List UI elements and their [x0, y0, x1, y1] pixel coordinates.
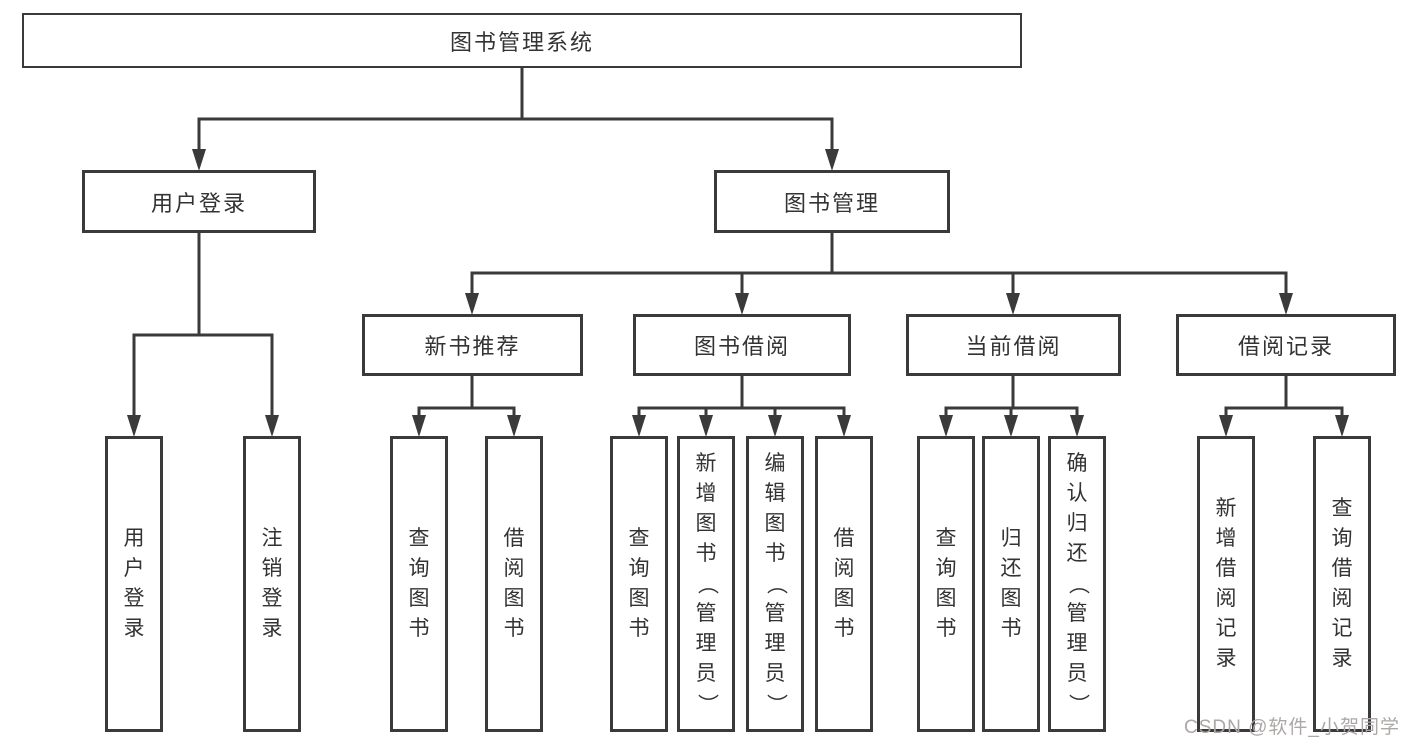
leaf-query-books-current: 查询图书 — [917, 436, 975, 732]
leaf-add-book-admin: 新增图书（管理员） — [677, 436, 735, 732]
leaf-label: 查询图书 — [408, 527, 430, 640]
leaf-return-book: 归还图书 — [982, 436, 1040, 732]
node-label: 新书推荐 — [424, 334, 521, 359]
leaf-query-books-borrowing: 查询图书 — [610, 436, 668, 732]
leaf-borrow-books-recommend: 借阅图书 — [485, 436, 543, 732]
node-book-management: 图书管理 — [714, 170, 950, 233]
leaf-label: 借阅图书 — [503, 527, 525, 640]
node-library-management-system: 图书管理系统 — [22, 13, 1022, 68]
leaf-label: 用户登录 — [123, 527, 145, 640]
leaf-query-borrow-record: 查询借阅记录 — [1313, 436, 1371, 732]
node-label: 图书管理系统 — [449, 29, 594, 55]
node-label: 图书借阅 — [693, 334, 790, 359]
node-new-book-recommendation: 新书推荐 — [362, 314, 583, 376]
leaf-logout: 注销登录 — [243, 436, 301, 732]
csdn-watermark: CSDN @软件_小贺同学 — [1184, 717, 1400, 738]
leaf-label: 注销登录 — [261, 527, 283, 640]
leaf-query-books-recommend: 查询图书 — [390, 436, 448, 732]
leaf-label: 编辑图书（管理员） — [764, 452, 787, 715]
node-label: 当前借阅 — [965, 334, 1062, 359]
leaf-edit-book-admin: 编辑图书（管理员） — [746, 436, 804, 732]
leaf-label: 借阅图书 — [833, 527, 855, 640]
leaf-confirm-return-admin: 确认归还（管理员） — [1048, 436, 1106, 732]
node-user-login: 用户登录 — [82, 170, 316, 233]
leaf-label: 新增图书（管理员） — [695, 452, 718, 715]
leaf-label: 新增借阅记录 — [1215, 497, 1237, 670]
node-label: 图书管理 — [783, 190, 880, 216]
node-borrowing-records: 借阅记录 — [1176, 314, 1396, 376]
leaf-label: 查询图书 — [935, 527, 957, 640]
leaf-borrow-books: 借阅图书 — [815, 436, 873, 732]
leaf-add-borrow-record: 新增借阅记录 — [1197, 436, 1255, 732]
leaf-label: 查询图书 — [628, 527, 650, 640]
leaf-label: 归还图书 — [1000, 527, 1022, 640]
leaf-label: 查询借阅记录 — [1331, 497, 1353, 670]
leaf-label: 确认归还（管理员） — [1066, 452, 1089, 715]
node-label: 借阅记录 — [1237, 334, 1334, 359]
node-label: 用户登录 — [150, 190, 247, 216]
leaf-user-login: 用户登录 — [105, 436, 163, 732]
node-current-borrowing: 当前借阅 — [906, 314, 1121, 376]
node-book-borrowing: 图书借阅 — [633, 314, 851, 376]
